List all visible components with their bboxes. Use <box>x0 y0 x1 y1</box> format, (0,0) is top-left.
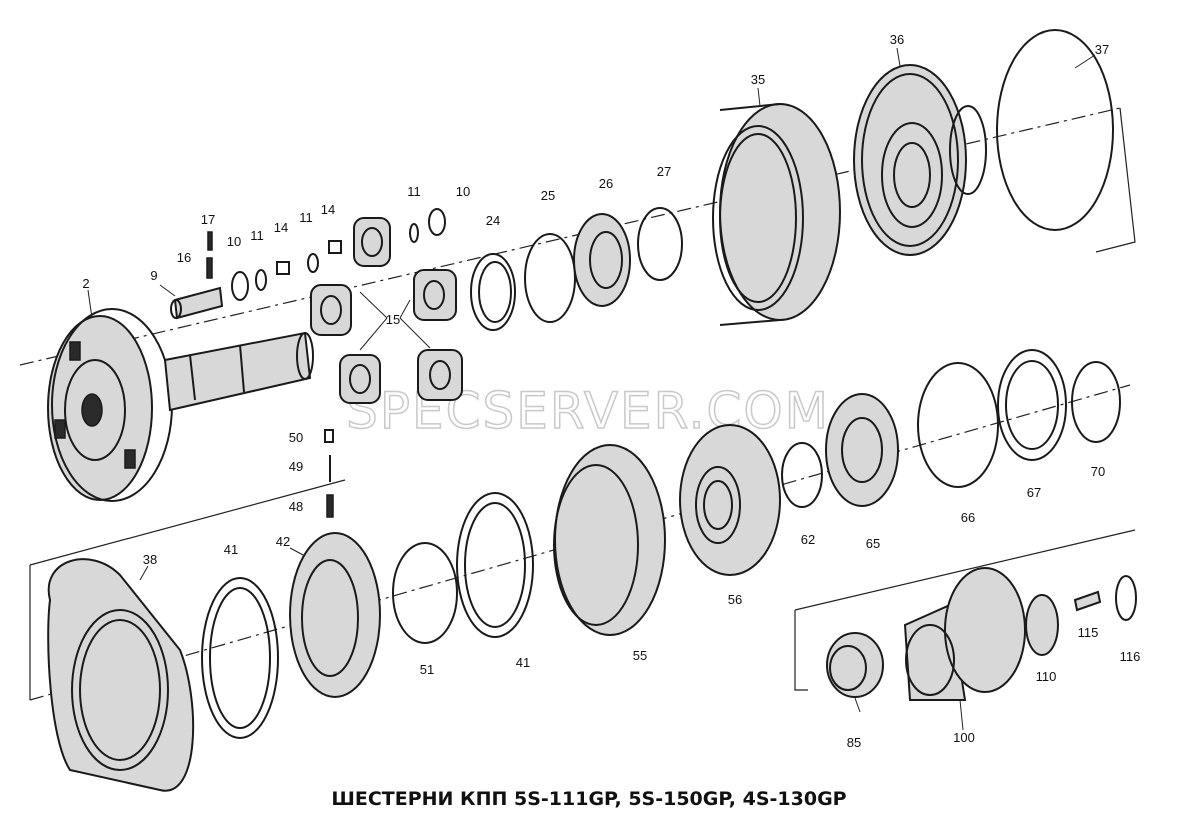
part-label: 35 <box>751 72 765 87</box>
part-label: 48 <box>289 499 303 514</box>
part-label: 67 <box>1027 485 1041 500</box>
part-label: 49 <box>289 459 303 474</box>
rings-and-bearing-group <box>470 207 683 331</box>
part-label: 116 <box>1120 649 1141 664</box>
part-label: 25 <box>541 188 555 203</box>
part-label: 15 <box>386 312 400 327</box>
part-label: 51 <box>420 662 434 677</box>
part-label: 11 <box>407 184 421 199</box>
part-label: 10 <box>227 234 241 249</box>
upper-right-bracket <box>1095 107 1136 253</box>
part-label: 16 <box>177 250 191 265</box>
part-label: 11 <box>250 228 264 243</box>
ring-gear-part <box>712 103 841 326</box>
part-label: 2 <box>82 276 89 291</box>
part-label: 65 <box>866 536 880 551</box>
part-label: 50 <box>289 430 303 445</box>
part-label: 62 <box>801 532 815 547</box>
snap-ring-part <box>996 29 1114 231</box>
part-label: 26 <box>599 176 613 191</box>
part-label: 17 <box>201 212 215 227</box>
pin-part <box>170 286 224 320</box>
part-label: 70 <box>1091 464 1105 479</box>
planet-carrier-part <box>47 308 314 502</box>
part-label: 38 <box>143 552 157 567</box>
part-label: 100 <box>953 730 975 745</box>
synchro-rings-group <box>201 492 534 739</box>
part-label: 27 <box>657 164 671 179</box>
part-label: 9 <box>150 268 157 283</box>
part-label: 37 <box>1095 42 1109 57</box>
small-washers-group <box>206 208 446 301</box>
bearing-and-rings-group <box>781 349 1121 508</box>
shift-sleeve-part <box>553 424 781 636</box>
part-label: 24 <box>486 213 500 228</box>
housing-cover-part <box>47 558 195 792</box>
part-label: 56 <box>728 592 742 607</box>
gear-hub-part <box>853 64 987 256</box>
part-label: 85 <box>847 735 861 750</box>
detent-parts-group <box>324 429 334 518</box>
output-flange-group <box>826 567 1137 701</box>
part-label: 110 <box>1036 669 1057 684</box>
part-label: 42 <box>276 534 290 549</box>
part-label: 115 <box>1078 625 1099 640</box>
diagram-caption: ШЕСТЕРНИ КПП 5S-111GP, 5S-150GP, 4S-130G… <box>331 788 847 810</box>
part-label: 36 <box>890 32 904 47</box>
connector-line <box>29 479 346 566</box>
part-label: 11 <box>299 210 313 225</box>
part-labels: 2 9 16 17 10 11 14 11 14 11 10 15 24 25 … <box>82 32 1140 750</box>
part-label: 41 <box>224 542 238 557</box>
lower-left-bracket <box>29 565 31 700</box>
part-label: 14 <box>274 220 288 235</box>
part-label: 66 <box>961 510 975 525</box>
leader-lines <box>87 47 1096 731</box>
part-label: 55 <box>633 648 647 663</box>
part-label: 41 <box>516 655 530 670</box>
flange-bracket <box>794 529 1136 691</box>
part-label: 10 <box>456 184 470 199</box>
planet-gears-part <box>310 217 463 404</box>
part-label: 14 <box>321 202 335 217</box>
